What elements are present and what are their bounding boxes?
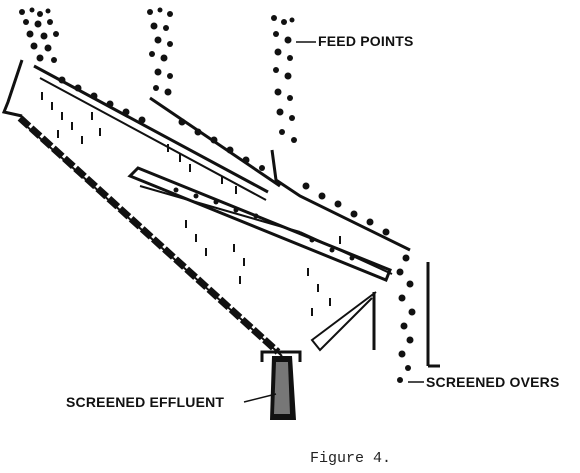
feed-stream-left [19, 7, 59, 63]
overs-discharge [396, 254, 416, 383]
effluent-drops [41, 92, 341, 316]
screened-overs-label: SCREENED OVERS [426, 374, 560, 390]
outlet-flange [260, 350, 302, 362]
effluent-outlet-stream [270, 356, 296, 420]
hopper-right [310, 291, 377, 352]
screen-decks [33, 64, 411, 282]
feed-stream-middle [147, 7, 173, 96]
feed-stream-right [271, 15, 297, 143]
screen-housing [1, 59, 440, 368]
solids-on-decks [58, 76, 390, 261]
leader-lines [243, 41, 424, 403]
feed-streams [19, 7, 297, 143]
figure-caption: Figure 4. [310, 450, 392, 467]
upper-deck [33, 64, 269, 194]
lower-deck [127, 166, 392, 282]
inlet-notch [1, 59, 24, 118]
screened-effluent-label: SCREENED EFFLUENT [66, 394, 225, 410]
feed-points-label: FEED POINTS [318, 33, 414, 49]
